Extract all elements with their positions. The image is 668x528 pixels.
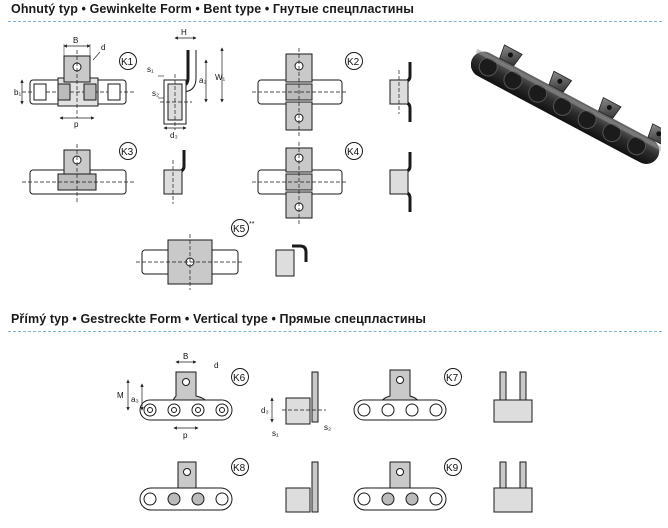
k1-side-view (158, 36, 224, 130)
svg-text:K5: K5 (233, 224, 246, 235)
k4-top-view (252, 142, 348, 224)
badge-k6: K6 (231, 368, 249, 386)
chain-photo-image (471, 33, 661, 179)
k2-side-view (389, 62, 412, 122)
k7-front-view (353, 369, 447, 421)
dim-label-H-k1: H (181, 28, 187, 37)
k9-side-view (493, 461, 533, 513)
badge-k9: K9 (444, 458, 462, 476)
dim-label-B-k6: B (183, 352, 188, 361)
k3-top-view (22, 144, 134, 204)
chain-photo (471, 33, 661, 179)
dim-label-a2-k1: a₂ (199, 76, 207, 85)
k8-front-view (139, 461, 233, 511)
svg-text:**: ** (249, 221, 255, 228)
section-divider-bent (8, 21, 662, 22)
dim-label-d3-k1: d₃ (170, 131, 178, 140)
badge-k3: K3 (119, 142, 137, 160)
svg-text:K4: K4 (347, 147, 360, 158)
dim-label-b1-k1: b₁ (14, 88, 21, 97)
k9-front-view (353, 461, 447, 511)
svg-text:K6: K6 (233, 373, 246, 384)
svg-text:K7: K7 (446, 373, 459, 384)
svg-text:K3: K3 (121, 147, 134, 158)
dim-label-s1-k6: s₁ (272, 429, 279, 438)
badge-k8: K8 (231, 458, 249, 476)
svg-text:K1: K1 (121, 57, 134, 68)
section-divider-vertical (8, 331, 662, 332)
k5-top-view (136, 234, 244, 290)
k7-side-view (493, 371, 533, 423)
svg-text:K2: K2 (347, 57, 360, 68)
dim-label-W1-k1: W₁ (215, 73, 226, 82)
svg-text:K9: K9 (446, 463, 459, 474)
k3-side-view (163, 150, 186, 204)
dim-label-a3-k6: a₃ (131, 395, 139, 404)
k4-side-view (389, 152, 412, 212)
dim-label-s2-k6: s₂ (324, 423, 331, 432)
dim-label-d-k1: d (101, 43, 105, 52)
k6-side-view (270, 371, 326, 425)
dim-label-d-k6: d (214, 361, 218, 370)
badge-k4: K4 (345, 142, 363, 160)
dim-label-p-k1: p (74, 120, 79, 129)
k8-side-view (285, 461, 319, 513)
dim-label-M-k6: M (117, 391, 124, 400)
badge-k1: K1 (119, 52, 137, 70)
dim-label-B-k1: B (73, 36, 78, 45)
dim-label-s1-k1: s₁ (147, 65, 154, 74)
dim-label-p-k6: p (183, 431, 188, 440)
dim-label-s2-k1: s₂ (152, 89, 159, 98)
dim-label-d3-k6: d₃ (261, 406, 269, 415)
k2-top-view (252, 48, 348, 136)
section-title-vertical: Přímý typ • Gestreckte Form • Vertical t… (11, 312, 427, 326)
k5-side-view (275, 244, 308, 277)
svg-text:K8: K8 (233, 463, 246, 474)
badge-k7: K7 (444, 368, 462, 386)
k6-front-view (126, 360, 233, 430)
badge-k2: K2 (345, 52, 363, 70)
k1-top-view (20, 44, 134, 120)
badge-k5: K5 ** (231, 219, 255, 237)
section-title-bent: Ohnutý typ • Gewinkelte Form • Bent type… (11, 2, 415, 16)
